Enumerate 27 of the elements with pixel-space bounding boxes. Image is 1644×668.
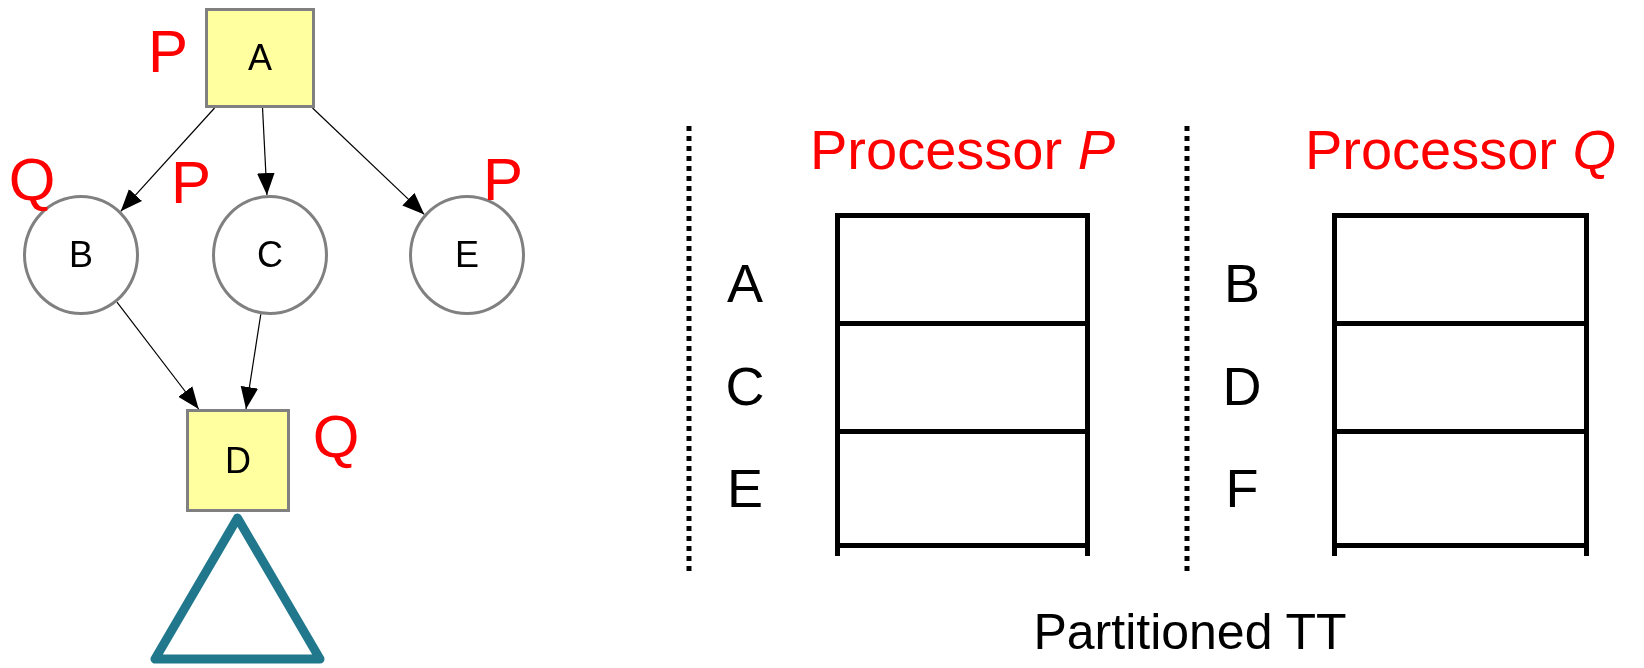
- subtree-triangle: [150, 512, 325, 664]
- processor-mark: P: [483, 150, 523, 210]
- node-label: D: [225, 442, 251, 479]
- row-label: A: [727, 256, 763, 310]
- arrow: [257, 107, 275, 196]
- node-label: C: [257, 237, 283, 273]
- node-label: B: [69, 237, 93, 273]
- row-label: C: [725, 359, 765, 413]
- node-label: E: [455, 237, 479, 273]
- row-label: D: [1222, 359, 1262, 413]
- processor-heading: Processor P: [810, 122, 1115, 178]
- row-label: F: [1225, 461, 1259, 515]
- arrow: [120, 107, 216, 212]
- row-label: B: [1224, 256, 1260, 310]
- arrow: [240, 313, 262, 410]
- arrow: [311, 107, 425, 215]
- caption: Partitioned TT: [1033, 607, 1347, 657]
- row-label: E: [727, 461, 763, 515]
- processor-mark: Q: [8, 150, 56, 210]
- processor-mark: P: [171, 153, 211, 213]
- node-label: A: [248, 40, 272, 76]
- processor-heading: Processor Q: [1304, 122, 1617, 178]
- arrow: [116, 301, 200, 410]
- processor-mark: P: [148, 22, 188, 82]
- square-node: [186, 409, 290, 512]
- square-node: [205, 8, 315, 108]
- processor-mark: Q: [312, 407, 360, 467]
